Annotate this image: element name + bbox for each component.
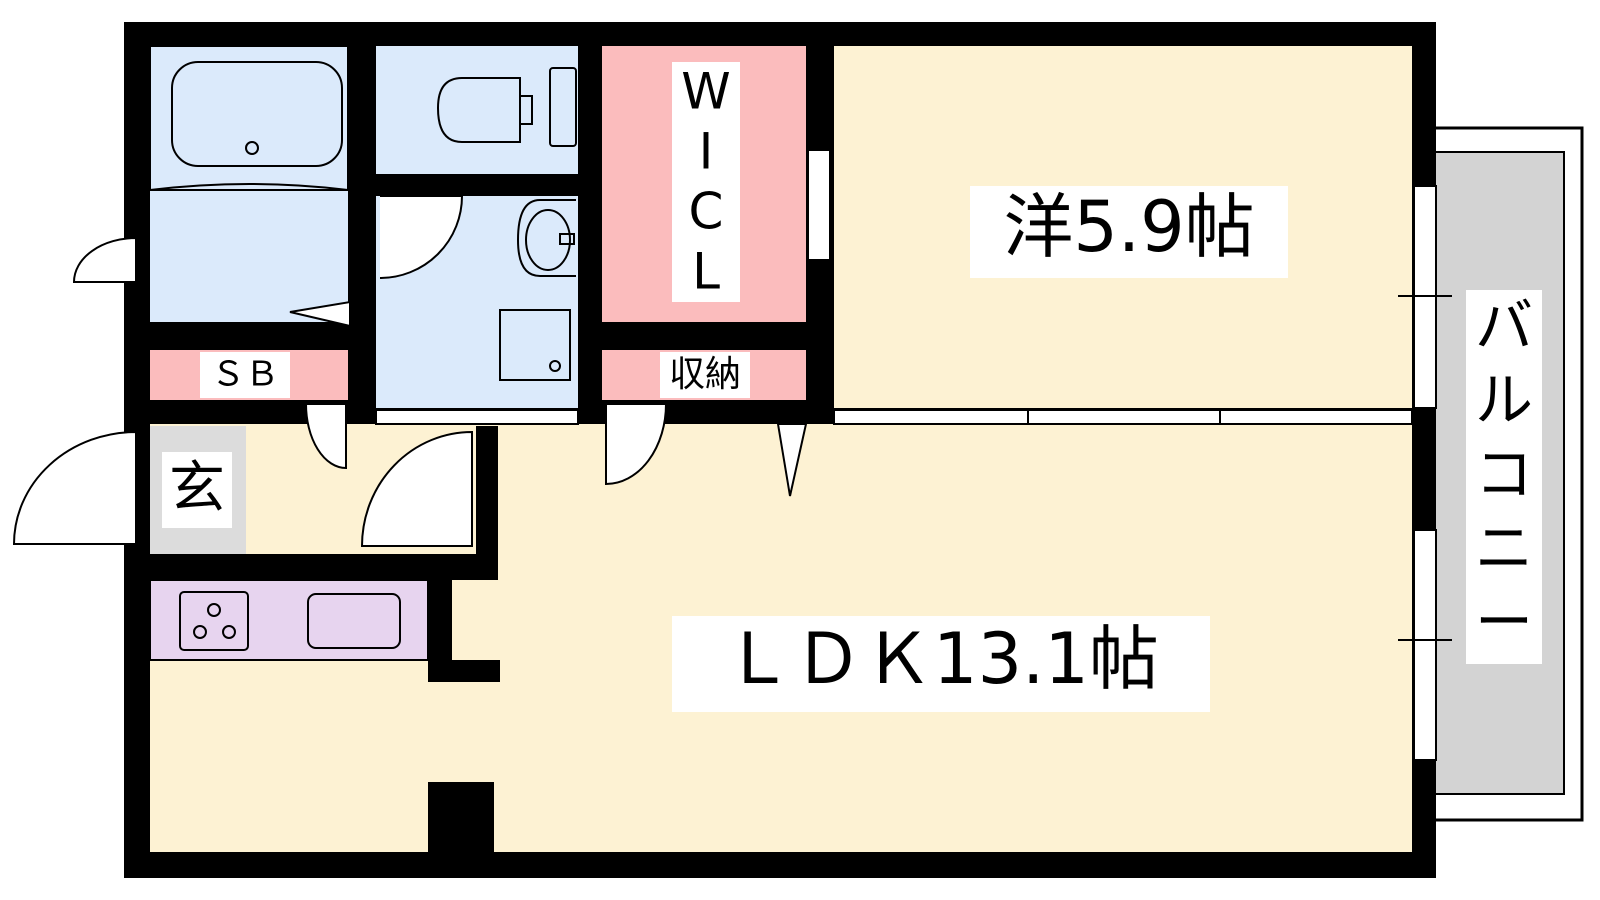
room-labels: 洋5.9帖 ＬＤＫ13.1帖 W I C L ＳＢ 収納 玄 バ ル [162, 62, 1542, 712]
doors [12, 195, 808, 547]
balcony-label-char-2: ル [1475, 366, 1533, 434]
storage-label-text: 収納 [669, 354, 741, 395]
exterior-door-bath [72, 236, 137, 283]
entrance-label-text: 玄 [169, 456, 225, 521]
shoe-box-label-text: ＳＢ [211, 355, 279, 395]
windows [375, 149, 1452, 761]
sink-icon [307, 593, 401, 649]
toilet-floor [376, 46, 578, 174]
ldk-label: ＬＤＫ13.1帖 [672, 616, 1210, 712]
balcony-label-char-1: バ [1475, 292, 1533, 360]
western-room-label-text: 洋5.9帖 [1003, 186, 1254, 268]
interior-walls [150, 426, 500, 856]
balcony-label-char-3: コ [1475, 440, 1533, 508]
wicl-letter-l: L [692, 243, 720, 301]
balcony-label-char-4: ニ [1475, 514, 1533, 582]
washer-pan-icon [499, 309, 571, 381]
walk-in-closet-label: W I C L [672, 62, 740, 302]
balcony-label-char-5: ー [1475, 588, 1533, 656]
balcony-label: バ ル コ ニ ー [1466, 290, 1542, 664]
bath-door [379, 195, 464, 279]
entrance-label: 玄 [162, 452, 232, 528]
ldk-label-text: ＬＤＫ13.1帖 [723, 618, 1159, 700]
balcony [1418, 126, 1584, 822]
storage-label: 収納 [660, 352, 750, 398]
front-door [12, 430, 137, 545]
shoe-box-label: ＳＢ [200, 352, 290, 398]
toilet-icon [436, 67, 577, 147]
sliding-door-marker [776, 423, 808, 497]
wicl-letter-c: C [689, 183, 724, 241]
storage-door [605, 403, 668, 486]
wicl-letter-i: I [699, 123, 714, 181]
wicl-letter-w: W [681, 63, 730, 121]
ldk-door [360, 430, 473, 547]
washroom-door [304, 403, 347, 470]
bath-fold-door [289, 300, 351, 328]
bathtub-icon [149, 45, 349, 191]
kitchen-counter [149, 579, 429, 661]
washbasin-icon [516, 199, 576, 277]
western-room-label: 洋5.9帖 [970, 186, 1288, 278]
stove-icon [179, 591, 249, 651]
